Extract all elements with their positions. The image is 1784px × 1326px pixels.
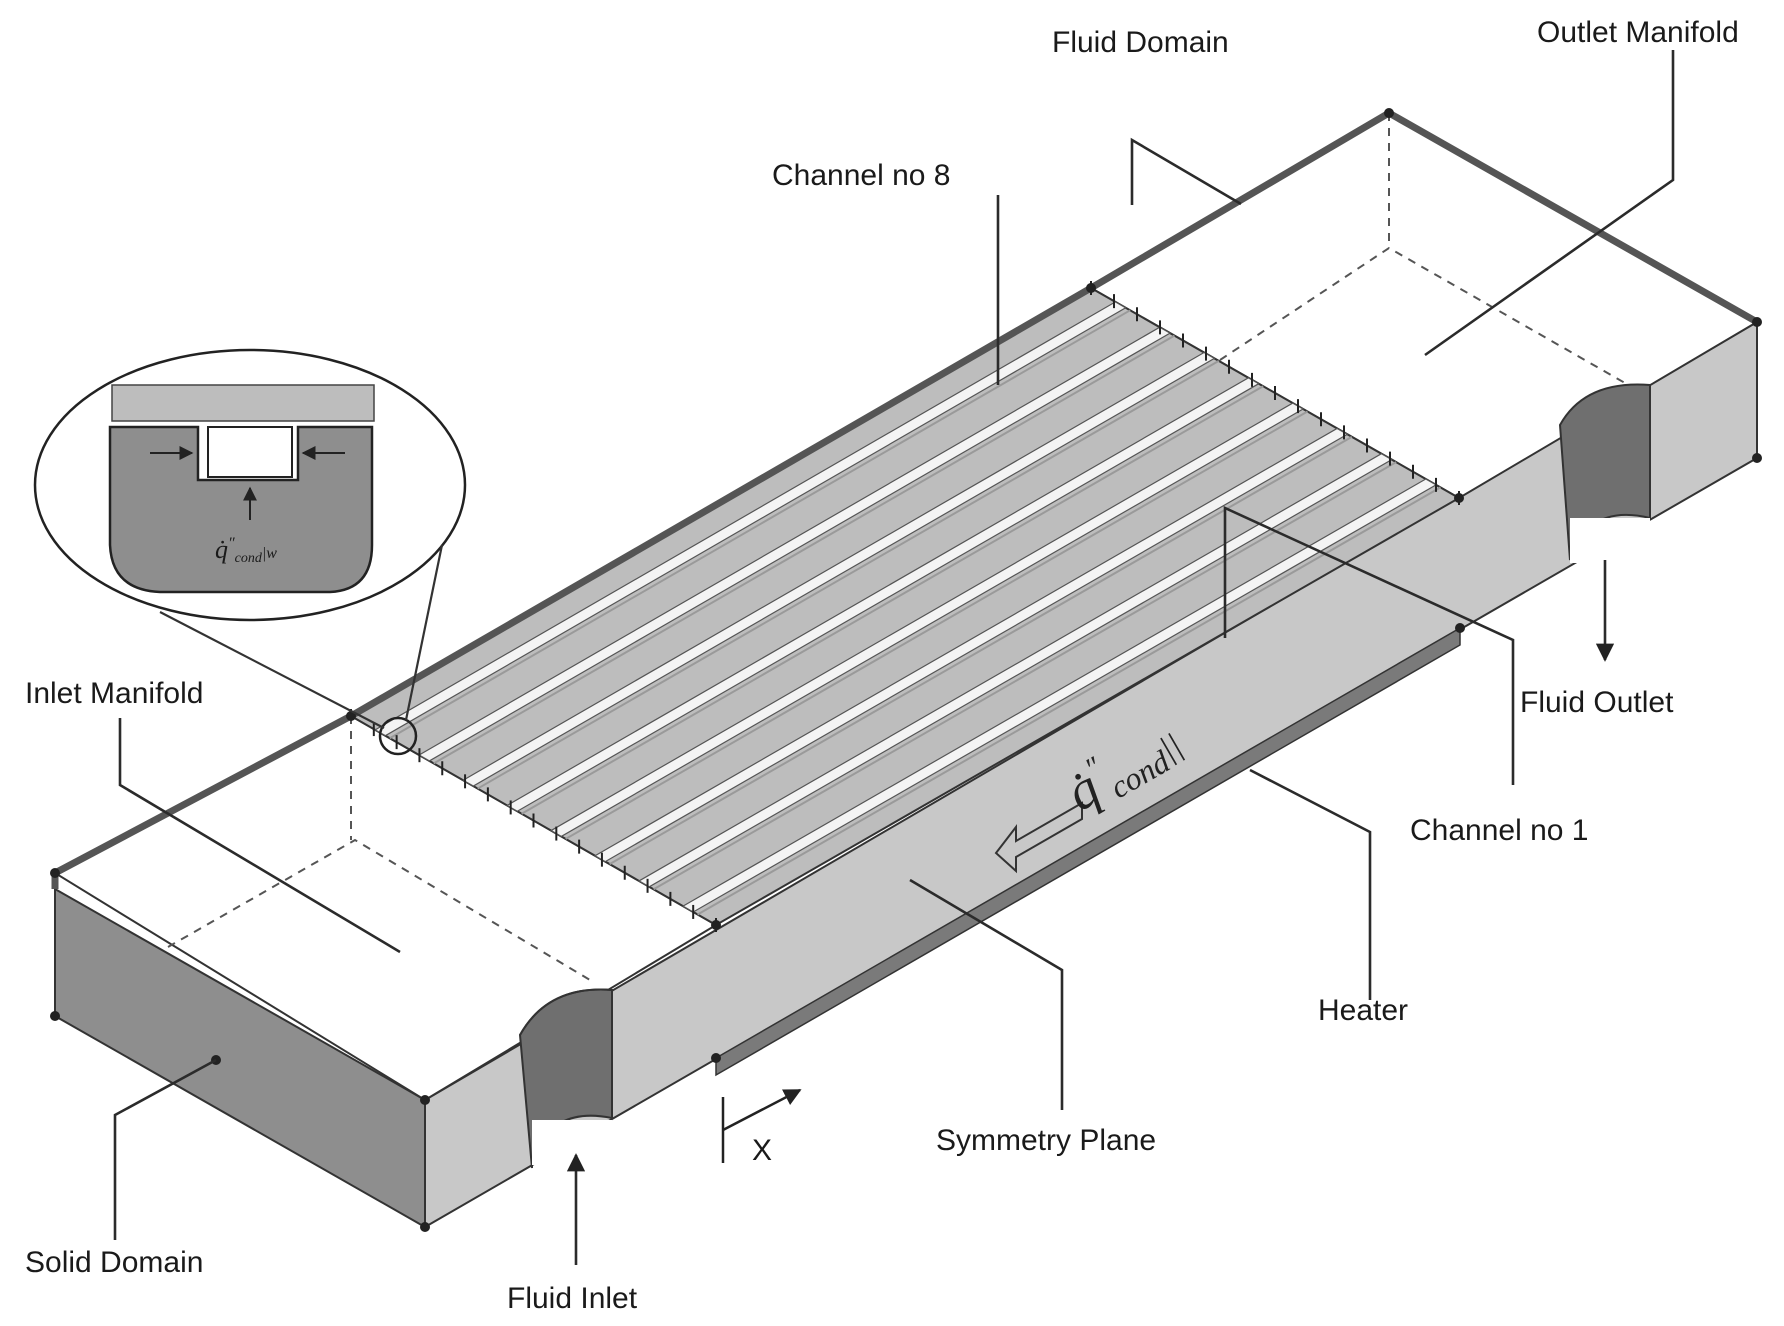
leader-lines [113, 50, 1675, 1265]
channel-fin-shade [433, 334, 1175, 765]
fluid-inlet-port [518, 988, 613, 1169]
solid-block [52, 111, 1759, 1229]
channel-fin-shade [477, 360, 1220, 790]
channel-strip [417, 326, 1172, 762]
channel-strips [373, 301, 1441, 916]
label-outlet-manifold: Outlet Manifold [1537, 16, 1739, 49]
fluid-outlet-port [1558, 383, 1651, 563]
label-fluid-inlet: Fluid Inlet [507, 1282, 638, 1315]
heater-strip [715, 626, 1461, 1077]
outlet-hidden-edges [1219, 246, 1626, 384]
label-channel-8: Channel no 8 [772, 159, 950, 192]
channel-strip [373, 301, 1127, 737]
label-solid-domain: Solid Domain [25, 1246, 203, 1279]
channel-strip [549, 402, 1305, 838]
label-fluid-outlet: Fluid Outlet [1520, 686, 1674, 719]
channel-strip [637, 453, 1393, 888]
label-heater: Heater [1318, 994, 1408, 1027]
cross-section-inset: q̇″cond|w [33, 348, 467, 622]
outlet-fin-ticks [1090, 281, 1460, 505]
channel-fin-shade [521, 385, 1264, 815]
detail-marker-circle [378, 716, 418, 756]
label-fluid-domain: Fluid Domain [1052, 26, 1229, 59]
channel-strip [505, 377, 1260, 812]
channel-fin-shade [653, 461, 1397, 891]
inset-heat-flux: q̇″cond|w [215, 535, 277, 566]
label-inlet-manifold: Inlet Manifold [25, 677, 203, 710]
inlet-hidden-edges [167, 838, 591, 981]
label-channel-1: Channel no 1 [1410, 814, 1588, 847]
x-axis-marker: X [721, 1088, 802, 1167]
channel-strip [461, 351, 1216, 787]
label-symmetry-plane: Symmetry Plane [936, 1124, 1156, 1157]
channel-fin-shade [697, 486, 1441, 916]
channel-fin-shade [389, 309, 1131, 740]
channel-fin-shade [565, 410, 1308, 840]
x-axis-label: X [752, 1134, 772, 1167]
